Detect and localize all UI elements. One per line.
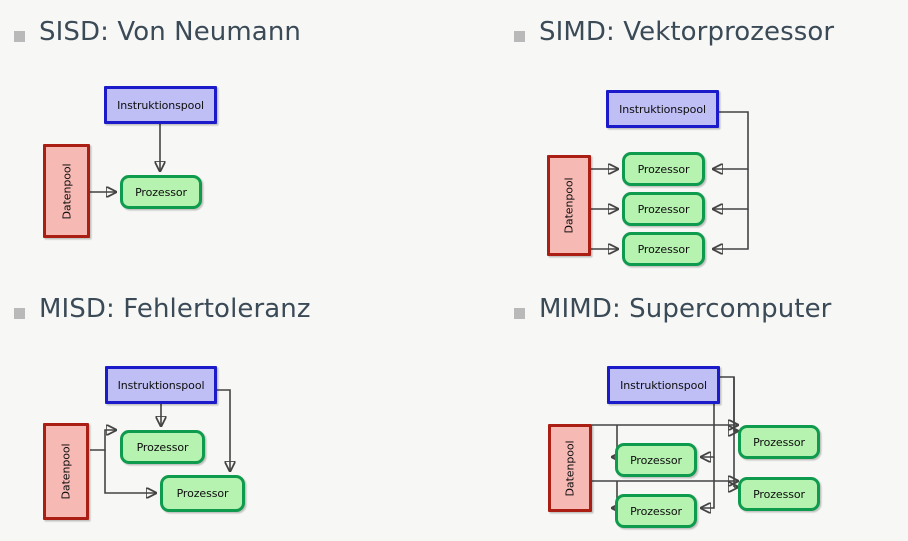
simd-data-pool-label: Datenpool: [562, 177, 576, 234]
mimd-processor-mid-2: Prozessor: [615, 494, 697, 528]
bullet-square-icon: [14, 308, 25, 319]
simd-data-pool: Datenpool: [547, 155, 591, 256]
sisd-data-pool: Datenpool: [43, 144, 90, 238]
bullet-square-icon: [14, 31, 25, 42]
misd-instruction-pool-label: Instruktionspool: [117, 378, 205, 392]
heading-misd: MISD: Fehlertoleranz: [14, 294, 311, 325]
sisd-wires: [90, 124, 454, 280]
simd-instruction-pool: Instruktionspool: [606, 90, 719, 128]
heading-simd: SIMD: Vektorprozessor: [514, 17, 835, 48]
mimd-processor-right-1: Prozessor: [738, 425, 820, 459]
misd-processor-2-label: Prozessor: [176, 487, 229, 500]
heading-simd-label: SIMD: Vektorprozessor: [539, 17, 835, 47]
misd-data-pool: Datenpool: [43, 423, 89, 520]
misd-processor-1-label: Prozessor: [136, 440, 189, 454]
heading-mimd: MIMD: Supercomputer: [514, 294, 832, 325]
mimd-wires: [592, 376, 908, 541]
sisd-processor-1-label: Prozessor: [135, 185, 187, 199]
heading-misd-label: MISD: Fehlertoleranz: [39, 294, 311, 324]
sisd-processor-1: Prozessor: [120, 175, 202, 209]
quadrant-simd: SIMD: Vektorprozessor Instruktionspool D…: [454, 0, 908, 280]
mimd-data-pool: Datenpool: [548, 424, 592, 512]
mimd-instruction-pool-label: Instruktionspool: [620, 378, 707, 392]
simd-processor-2: Prozessor: [622, 192, 705, 226]
misd-instruction-pool: Instruktionspool: [105, 366, 217, 404]
misd-processor-2: Prozessor: [160, 475, 245, 512]
mimd-processor-right-2-label: Prozessor: [753, 487, 805, 501]
simd-processor-2-label: Prozessor: [637, 202, 690, 216]
heading-sisd: SISD: Von Neumann: [14, 17, 301, 48]
simd-instruction-pool-label: Instruktionspool: [619, 102, 706, 116]
heading-sisd-label: SISD: Von Neumann: [39, 17, 301, 47]
bullet-square-icon: [514, 31, 525, 42]
simd-processor-1-label: Prozessor: [637, 162, 690, 176]
simd-processor-3: Prozessor: [622, 232, 705, 266]
quadrant-mimd: MIMD: Supercomputer: [454, 280, 908, 541]
sisd-data-pool-label: Datenpool: [60, 163, 73, 219]
quadrant-sisd: SISD: Von Neumann Instruktionspool Daten…: [0, 0, 454, 280]
mimd-processor-right-2: Prozessor: [738, 477, 820, 511]
misd-data-pool-label: Datenpool: [59, 443, 73, 500]
mimd-processor-right-1-label: Prozessor: [753, 435, 805, 449]
simd-processor-3-label: Prozessor: [637, 242, 690, 256]
mimd-instruction-pool: Instruktionspool: [607, 366, 720, 404]
bullet-square-icon: [514, 308, 525, 319]
simd-wires: [590, 111, 749, 280]
sisd-instruction-pool: Instruktionspool: [104, 86, 217, 124]
mimd-processor-mid-1: Prozessor: [615, 443, 697, 477]
quadrant-misd: MISD: Fehlertoleranz Instruktionspool Da…: [0, 280, 454, 541]
mimd-processor-mid-1-label: Prozessor: [630, 453, 682, 467]
mimd-data-pool-label: Datenpool: [563, 440, 577, 496]
misd-processor-1: Prozessor: [120, 430, 205, 464]
misd-wires: [90, 389, 454, 541]
sisd-instruction-pool-label: Instruktionspool: [117, 98, 204, 112]
heading-mimd-label: MIMD: Supercomputer: [539, 294, 832, 324]
mimd-processor-mid-2-label: Prozessor: [630, 504, 682, 518]
simd-processor-1: Prozessor: [622, 152, 705, 186]
